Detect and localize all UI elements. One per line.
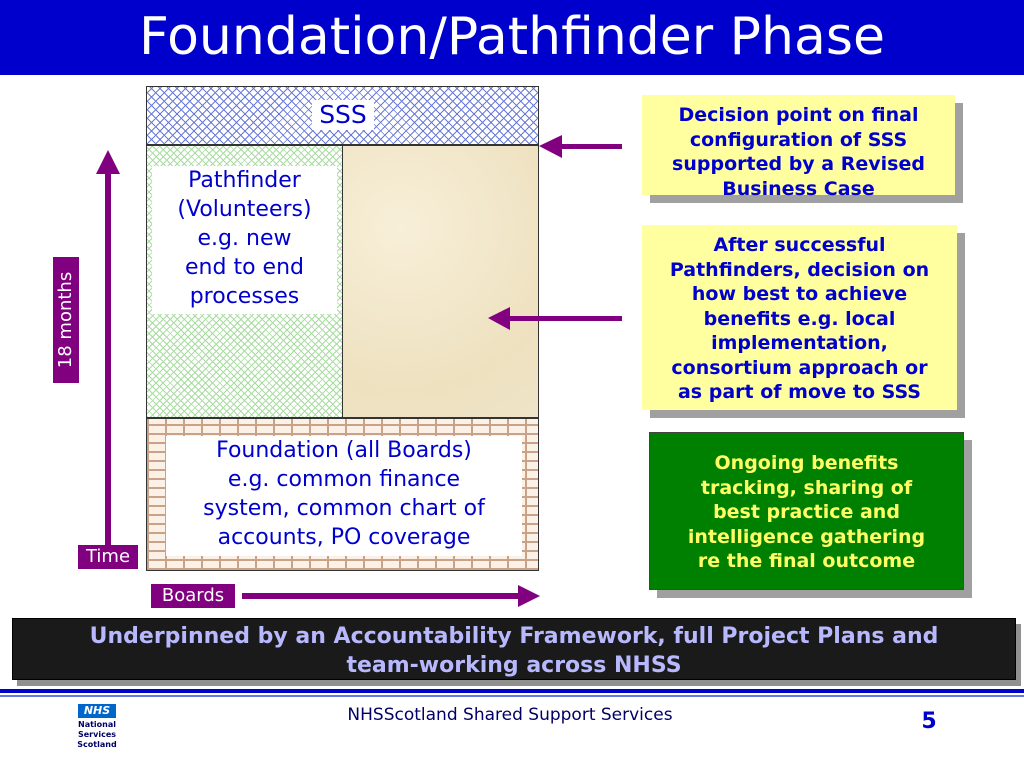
footer-rule bbox=[0, 689, 1024, 693]
boards-arrow-head bbox=[518, 585, 540, 607]
nhs-logo-mark: NHS bbox=[78, 704, 116, 718]
accountability-banner: Underpinned by an Accountability Framewo… bbox=[12, 618, 1016, 680]
callout-decision-point: Decision point on final configuration of… bbox=[642, 95, 955, 200]
pathfinder-label: Pathfinder (Volunteers) e.g. new end to … bbox=[152, 166, 337, 314]
nhs-logo-line-2: Services bbox=[77, 730, 117, 739]
boards-arrow-shaft bbox=[242, 593, 522, 599]
pathfinder-arrow-shaft bbox=[508, 316, 622, 321]
page-title: Foundation/Pathfinder Phase bbox=[139, 7, 885, 67]
callout-after-pathfinders: After successful Pathfinders, decision o… bbox=[642, 225, 957, 410]
nhs-logo-line-1: National bbox=[78, 720, 116, 729]
time-label: Time bbox=[78, 545, 138, 569]
pathfinder-arrow-head bbox=[488, 307, 510, 330]
sss-block bbox=[146, 86, 539, 145]
footer-rule-thin bbox=[0, 695, 1024, 697]
sss-arrow-head bbox=[539, 135, 562, 158]
nhs-logo-line-3: Scotland bbox=[77, 740, 117, 749]
sss-label: SSS bbox=[312, 100, 374, 130]
foundation-label: Foundation (all Boards) e.g. common fina… bbox=[166, 436, 522, 556]
callout-ongoing-benefits: Ongoing benefits tracking, sharing of be… bbox=[649, 432, 964, 590]
page-number: 5 bbox=[921, 709, 937, 734]
time-arrow-shaft bbox=[105, 170, 111, 545]
nhs-logo: NHS National Services Scotland bbox=[72, 702, 128, 754]
months-label-text: 18 months bbox=[55, 271, 76, 369]
beige-block bbox=[342, 145, 539, 418]
footer-org-name: NHSScotland Shared Support Services bbox=[347, 705, 673, 725]
title-bar bbox=[0, 0, 1024, 75]
boards-label: Boards bbox=[151, 584, 235, 608]
sss-arrow-shaft bbox=[560, 144, 622, 149]
months-label: 18 months bbox=[53, 257, 79, 383]
time-arrow-head bbox=[96, 150, 120, 174]
